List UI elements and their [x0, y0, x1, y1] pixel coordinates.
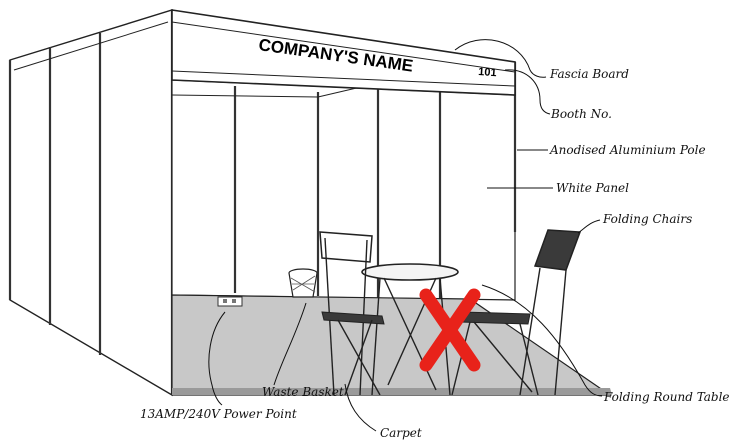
fascia-board [171, 9, 516, 96]
callout-carpet: Carpet [380, 426, 422, 440]
callout-anodised-aluminium-pole: Anodised Aluminium Pole [549, 143, 706, 157]
booth-number-text: 101 [478, 66, 497, 79]
callout-white-panel: White Panel [556, 181, 629, 195]
red-x-icon [419, 288, 481, 372]
left-side-wall [8, 9, 174, 397]
callout-booth-no: Booth No. [550, 107, 612, 121]
folding-chair-left [319, 231, 385, 396]
folding-chair-right [451, 229, 582, 396]
callout-fascia-board: Fascia Board [549, 67, 629, 81]
callout-waste-basket: Waste Basket [262, 385, 344, 399]
carpet-edge [172, 388, 612, 395]
callout-folding-round-table: Folding Round Table [603, 390, 730, 404]
leader-lines [208, 39, 603, 432]
power-socket-icon [217, 296, 243, 307]
back-wall [171, 79, 516, 301]
callout-power-point: 13AMP/240V Power Point [140, 407, 297, 421]
callout-folding-chairs: Folding Chairs [602, 212, 692, 226]
waste-basket-icon [288, 268, 318, 298]
